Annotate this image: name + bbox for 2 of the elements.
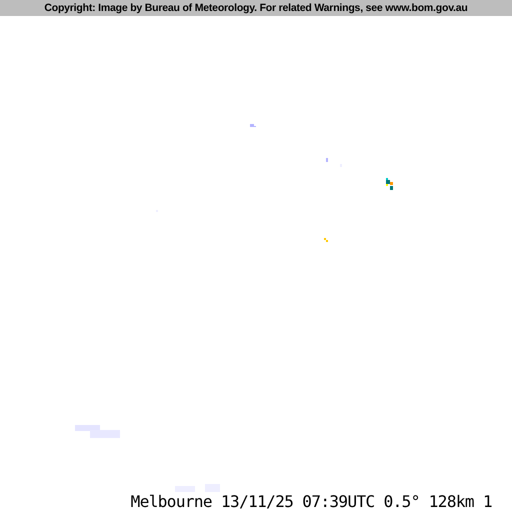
copyright-banner: Copyright: Image by Bureau of Meteorology. For related Warnings, see www.bom.gov.au — [0, 0, 512, 16]
radar-caption: Melbourne 13/11/25 07:39UTC 0.5° 128km 1 — [130, 492, 492, 511]
